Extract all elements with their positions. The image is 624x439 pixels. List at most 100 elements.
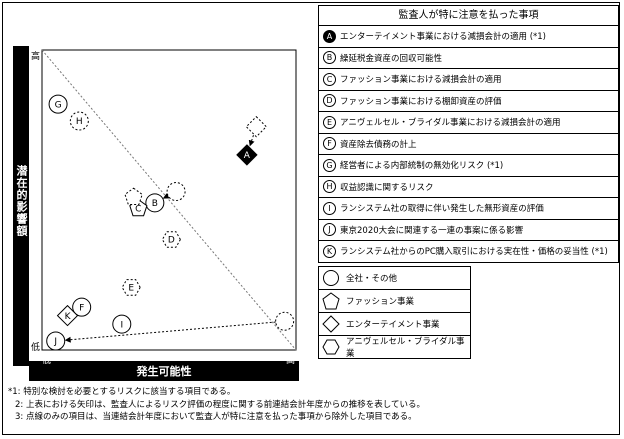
marker-j-prev — [275, 311, 295, 331]
legend-badge-h: H — [323, 180, 336, 194]
legend-item-e: E アニヴェルセル・ブライダル事業における減損会計の適用 — [319, 112, 618, 134]
marker-label-g: G — [55, 100, 62, 110]
circle-shape-icon — [323, 270, 339, 286]
marker-label-k: K — [65, 312, 72, 322]
marker-a-prev — [245, 115, 268, 138]
diagonal-line — [41, 49, 297, 351]
legend-item-g: G 経営者による内部統制の無効化リスク (*1) — [319, 155, 618, 177]
legend-title: 監査人が特に注意を払った事項 — [319, 6, 618, 26]
legend-text-h: 収益認識に関するリスク — [340, 182, 434, 193]
legend-badge-i: I — [323, 201, 336, 215]
marker-a: A — [236, 144, 258, 166]
legend-item-f: F 資産除去債務の計上 — [319, 134, 618, 155]
legend-item-k: K ランシステム社からのPC購入取引における実在性・価格の妥当性 (*1) — [319, 241, 618, 262]
hexagon-shape-icon — [322, 339, 340, 355]
legend-text-b: 繰延税金資産の回収可能性 — [340, 53, 443, 64]
legend-item-a: A エンターテイメント事業における減損会計の適用 (*1) — [319, 26, 618, 48]
marker-label-i: I — [120, 320, 123, 330]
marker-c-prev — [124, 187, 143, 205]
plot-area — [41, 49, 297, 351]
legend-badge-f: F — [323, 137, 336, 151]
hexagon-marker-shape — [121, 279, 141, 296]
legend-item-j: J 東京2020大会に関連する一連の事案に係る影響 — [319, 220, 618, 241]
shape-legend-hexagon: アニヴェルセル・ブライダル事業 — [319, 336, 470, 359]
legend-item-h: H 収益認識に関するリスク — [319, 177, 618, 198]
marker-label-e: E — [128, 284, 134, 294]
legend-text-j: 東京2020大会に関連する一連の事案に係る影響 — [340, 225, 524, 236]
figure-frame — [2, 2, 620, 435]
legend-text-c: ファッション事業における減損会計の適用 — [340, 75, 502, 86]
circle-marker-shape — [69, 111, 89, 131]
marker-label-f: F — [79, 303, 84, 313]
circle-marker-shape — [72, 297, 92, 317]
shape-legend-diamond-text: エンターテイメント事業 — [346, 320, 440, 330]
diamond-shape-icon — [322, 315, 340, 333]
y-low-label: 低 — [31, 343, 41, 353]
legend-badge-b: B — [323, 51, 336, 65]
footnotes: *1: 特別な検討を必要とするリスクに該当する項目である。 2: 上表における矢… — [8, 386, 425, 424]
legend-item-c: C ファッション事業における減損会計の適用 — [319, 69, 618, 91]
circle-marker-shape — [48, 94, 68, 114]
arrow-j-prev-to-j — [64, 321, 276, 343]
footnote-2: 2: 上表における矢印は、監査人によるリスク評価の程度に関する前連結会計年度から… — [15, 399, 425, 410]
marker-label-d: D — [168, 236, 175, 246]
legend-item-b: B 繰延税金資産の回収可能性 — [319, 48, 618, 69]
pentagon-shape-icon — [322, 292, 340, 310]
legend-item-i: I ランシステム社の取得に伴い発生した無形資産の評価 — [319, 198, 618, 220]
circle-marker-shape — [275, 311, 295, 331]
risk-matrix-plot: A B C D E F G H I J K — [41, 49, 297, 351]
x-axis-label: 発生可能性 — [136, 365, 192, 378]
diamond-marker-shape — [245, 115, 268, 138]
marker-e: E — [121, 279, 141, 296]
arrow-b-prev-to-b — [162, 193, 170, 199]
marker-label-j: J — [53, 337, 57, 347]
x-low-label: 低 — [42, 356, 52, 366]
y-axis-bar — [13, 46, 29, 366]
x-axis-bar — [29, 361, 299, 381]
legend-item-d: D ファッション事業における棚卸資産の評価 — [319, 91, 618, 112]
marker-h: H — [69, 111, 89, 131]
legend-badge-d: D — [323, 94, 336, 108]
legend-badge-j: J — [323, 223, 336, 237]
y-high-label: 高 — [31, 52, 41, 62]
y-axis-label: 潜在的影響額 — [15, 165, 28, 237]
diamond-marker-shape — [236, 144, 258, 166]
diamond-marker-shape — [56, 304, 79, 327]
x-high-label: 高 — [286, 356, 296, 366]
shape-legend-circle: 全社・その他 — [319, 267, 470, 290]
legend-text-g: 経営者による内部統制の無効化リスク (*1) — [340, 161, 504, 172]
marker-b: B — [145, 193, 165, 213]
legend-badge-k: K — [323, 244, 336, 258]
marker-i: I — [112, 314, 132, 334]
marker-label-b: B — [152, 199, 158, 209]
circle-marker-shape — [112, 314, 132, 334]
legend-badge-c: C — [323, 72, 336, 86]
legend-text-f: 資産除去債務の計上 — [340, 139, 417, 150]
footnote-1: *1: 特別な検討を必要とするリスクに該当する項目である。 — [8, 387, 236, 397]
circle-marker-shape — [166, 182, 186, 202]
shape-legend: 全社・その他 ファッション事業 エンターテイメント事業 アニヴェルセル・ブライダ… — [318, 266, 471, 359]
legend-badge-g: G — [323, 158, 336, 172]
matters-legend: 監査人が特に注意を払った事項 A エンターテイメント事業における減損会計の適用 … — [318, 5, 619, 263]
marker-label-c: C — [135, 205, 141, 215]
hexagon-marker-shape — [161, 231, 181, 248]
legend-badge-e: E — [323, 115, 336, 129]
marker-j: J — [46, 331, 66, 351]
circle-marker-shape — [145, 193, 165, 213]
legend-text-a: エンターテイメント事業における減損会計の適用 (*1) — [340, 32, 546, 43]
shape-legend-hexagon-text: アニヴェルセル・ブライダル事業 — [346, 337, 465, 359]
footnote-3: 3: 点線のみの項目は、当連結会計年度において監査人が特に注意を払った事項から除… — [15, 412, 417, 423]
marker-label-a: A — [244, 151, 251, 161]
marker-g: G — [48, 94, 68, 114]
marker-f: F — [72, 297, 92, 317]
legend-text-i: ランシステム社の取得に伴い発生した無形資産の評価 — [340, 204, 544, 215]
shape-legend-pentagon: ファッション事業 — [319, 290, 470, 313]
legend-text-k: ランシステム社からのPC購入取引における実在性・価格の妥当性 (*1) — [340, 247, 608, 258]
shape-legend-diamond: エンターテイメント事業 — [319, 313, 470, 336]
marker-label-h: H — [76, 117, 83, 127]
legend-text-e: アニヴェルセル・ブライダル事業における減損会計の適用 — [340, 118, 561, 129]
marker-d: D — [161, 231, 181, 248]
shape-legend-pentagon-text: ファッション事業 — [346, 297, 415, 307]
pentagon-marker-shape — [124, 187, 143, 205]
marker-b-prev — [166, 182, 186, 202]
